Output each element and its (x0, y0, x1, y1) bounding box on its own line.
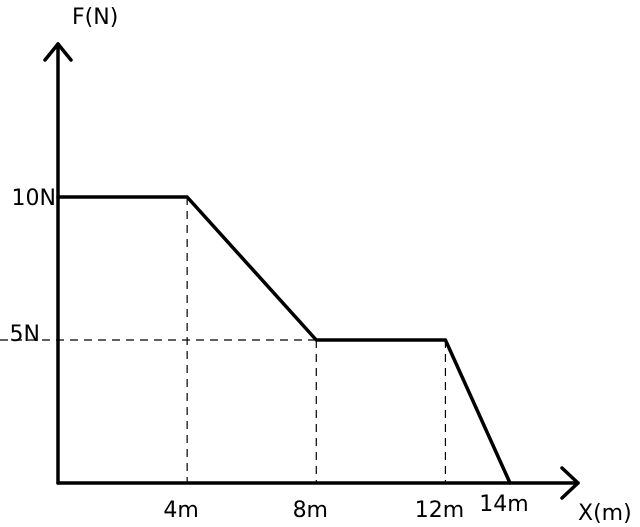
series-line (56, 195, 512, 485)
x-axis-label: X(m) (578, 501, 632, 526)
x-tick-label: 4m (163, 498, 198, 523)
x-tick-label: 8m (293, 498, 328, 523)
y-tick-label: 5N (10, 322, 40, 347)
guide-lines (0, 197, 447, 483)
axes (43, 42, 580, 500)
y-tick-label: 10N (12, 186, 56, 211)
y-axis-label: F(N) (72, 5, 118, 30)
x-tick-label: 14m (479, 492, 528, 517)
x-axis-arrow (560, 466, 580, 500)
x-tick-label: 12m (415, 498, 464, 523)
series (56, 195, 512, 485)
y-axis-arrow (43, 42, 73, 62)
